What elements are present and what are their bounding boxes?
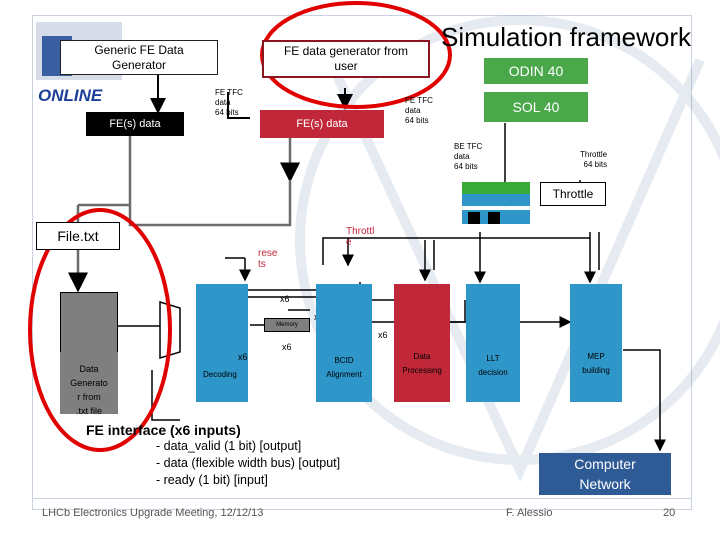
fe-tfc-right-label: FE TFC data 64 bits (405, 96, 433, 126)
resets-line1: rese (258, 248, 278, 259)
mep-line2: building (582, 366, 610, 375)
generic-fe-generator-label: Generic FE Data Generator (94, 43, 184, 72)
bcid-alignment-label: BCID Alignment (316, 354, 372, 382)
fe-interface-list: - data_valid (1 bit) [output] - data (fl… (156, 438, 340, 489)
data-processing-block (394, 284, 450, 402)
chip-square-1 (468, 212, 480, 224)
data-generator-label: Data Generato r from .txt file (60, 362, 118, 418)
fes-data-left-box: FE(s) data (86, 112, 184, 136)
data-processing-line2: Processing (402, 366, 442, 375)
memory-label: Memory (276, 322, 298, 328)
be-tfc-label: BE TFC data 64 bits (454, 142, 482, 172)
data-generator-line3: r from (77, 392, 101, 402)
data-processing-label: Data Processing (394, 350, 450, 378)
page-title: Simulation framework (441, 22, 691, 52)
green-bar (462, 182, 530, 194)
throttle-box: Throttle (540, 182, 606, 206)
footer-divider (32, 498, 692, 499)
fes-data-red-label: FE(s) data (296, 118, 348, 130)
data-generator-fill (60, 352, 118, 414)
computer-network-line2: Network (579, 476, 631, 492)
watermark-graphic (295, 15, 720, 483)
mep-line1: MEP (587, 352, 605, 361)
fe-tfc-left-line1: FE TFC (215, 88, 243, 97)
throttle-bits-line2: 64 bits (583, 160, 608, 169)
sol-label: SOL 40 (512, 99, 560, 115)
fe-interface-title: FE interface (x6 inputs) (86, 422, 241, 438)
throttl-line2: e (346, 237, 352, 248)
data-processing-line1: Data (413, 352, 431, 361)
decoding-label: Decoding (203, 370, 237, 379)
fes-data-red-box: FE(s) data (260, 110, 384, 138)
fe-tfc-left-line2: data (215, 98, 231, 107)
footer-meeting: LHCb Electronics Upgrade Meeting, 12/12/… (42, 507, 264, 519)
x6-label-top: x6 (280, 294, 290, 304)
fes-data-left-label: FE(s) data (109, 118, 161, 130)
llt-decision-block (466, 284, 520, 402)
alignment-line: Alignment (326, 370, 362, 379)
fe-tfc-left-label: FE TFC data 64 bits (215, 88, 243, 118)
fe-tfc-right-line2: data (405, 106, 421, 115)
bcid-line: BCID (334, 356, 354, 365)
throttle-bits-label: Throttle 64 bits (580, 150, 607, 170)
sol-box: SOL 40 (484, 92, 588, 122)
fe-generator-user-box: FE data generator from user (262, 40, 430, 78)
resets-line2: ts (258, 259, 266, 270)
throttl-label: Throttl e (346, 226, 374, 248)
odin-box: ODIN 40 (484, 58, 588, 84)
data-generator-line4: .txt file (75, 406, 102, 416)
llt-decision-label: LLT decision (466, 352, 520, 380)
bcid-alignment-block (316, 284, 372, 402)
fe-interface-line1: - data_valid (1 bit) [output] (156, 439, 302, 453)
fe-generator-user-label: FE data generator from user (283, 44, 409, 73)
footer-page-number: 20 (663, 507, 676, 519)
fe-interface-line2: - data (flexible width bus) [output] (156, 456, 341, 470)
throttl-line1: Throttl (346, 226, 375, 237)
be-tfc-line3: 64 bits (454, 162, 478, 171)
computer-network-box: Computer Network (539, 453, 671, 495)
fe-tfc-right-line1: FE TFC (405, 96, 433, 105)
throttle-label: Throttle (552, 187, 594, 201)
logo-text: ONLINE (38, 86, 103, 105)
data-generator-line1: Data (79, 364, 99, 374)
x6-label-right: x6 (378, 330, 388, 340)
memory-box: Memory (264, 318, 310, 332)
generic-fe-generator-box: Generic FE Data Generator (60, 40, 218, 75)
be-tfc-line2: data (454, 152, 470, 161)
be-tfc-line1: BE TFC (454, 142, 483, 151)
x6-label-decoding: x6 (238, 352, 248, 362)
fe-tfc-right-line3: 64 bits (405, 116, 429, 125)
resets-label: rese ts (258, 248, 277, 270)
llt-line2: decision (478, 368, 508, 377)
fe-tfc-left-line3: 64 bits (215, 108, 239, 117)
file-txt-box: File.txt (36, 222, 120, 250)
throttle-bits-line1: Throttle (580, 150, 608, 159)
chip-square-2 (488, 212, 500, 224)
mep-building-block (570, 284, 622, 402)
data-generator-line2: Generato (70, 378, 108, 388)
footer-author: F. Alessio (506, 507, 553, 519)
decoding-block (196, 284, 248, 402)
slide-frame (32, 15, 692, 510)
blue-bar-right (462, 194, 530, 206)
file-txt-label: File.txt (57, 228, 99, 244)
fe-interface-line3: - ready (1 bit) [input] (156, 473, 268, 487)
computer-network-line1: Computer (574, 456, 636, 472)
llt-line1: LLT (486, 354, 500, 363)
x6-label-mid: x6 (282, 342, 292, 352)
mep-building-label: MEP building (570, 350, 622, 378)
odin-label: ODIN 40 (508, 63, 564, 79)
